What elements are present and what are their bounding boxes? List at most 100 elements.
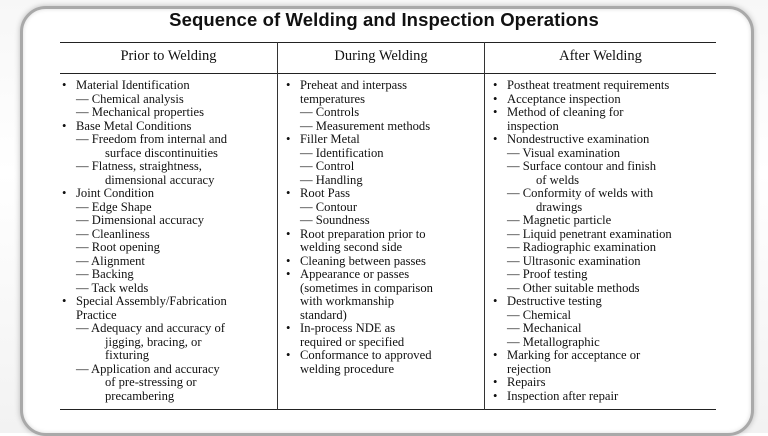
list-item-label: Destructive testing	[507, 294, 602, 308]
sub-list-item: — Ultrasonic examination	[507, 253, 641, 268]
sub-list-item: — Control	[300, 159, 355, 173]
sub-list-item: — Mechanical properties	[76, 105, 204, 119]
list-item-label: Inspection after repair	[507, 388, 619, 403]
sub-list-item: — Dimensional accuracy	[76, 213, 204, 227]
sub-list-item: — Freedom from internal and	[76, 132, 228, 146]
list-item-label: Cleaning between passes	[300, 253, 426, 268]
list-item: • Joint Condition	[60, 186, 277, 201]
bullet-icon: •	[286, 186, 291, 200]
list-item: • Inspection after repair	[491, 388, 716, 404]
sub-list-item: — Alignment	[76, 253, 145, 268]
bullet-icon: •	[493, 388, 498, 403]
bullet-icon: •	[493, 294, 498, 308]
bullet-icon: •	[286, 132, 291, 146]
list-item-continuation: drawings	[536, 199, 583, 214]
list-item-label: Joint Condition	[76, 186, 155, 200]
bullet-icon: •	[493, 91, 498, 106]
sub-list-item: — Soundness	[300, 213, 370, 227]
list-item-continuation: dimensional accuracy	[105, 172, 215, 187]
column-divider-1	[277, 42, 278, 410]
bullet-icon: •	[62, 294, 67, 308]
operations-table: Prior to Welding During Welding After We…	[60, 42, 716, 410]
list-item-continuation: Practice	[76, 307, 117, 322]
sub-list-item: — Identification	[300, 145, 384, 160]
list-item: •Preheat and interpass	[284, 78, 484, 93]
list-item: • Special Assembly/Fabrication	[60, 294, 277, 309]
table-top-rule	[60, 42, 716, 43]
list-item-label: Filler Metal	[300, 132, 360, 146]
list-item: •Conformance to approved	[284, 348, 484, 363]
list-item-continuation: fixturing	[105, 348, 150, 362]
list-item: • Root Pass	[284, 186, 484, 201]
list-item-label: Method of cleaning for	[507, 105, 624, 119]
bullet-icon: •	[62, 186, 67, 200]
bullet-icon: •	[493, 348, 498, 362]
sub-list-item: — Chemical analysis	[76, 91, 184, 106]
bullet-icon: •	[286, 321, 291, 335]
header-prior-to-welding: Prior to Welding	[120, 48, 217, 64]
list-item: •Material Identification	[60, 78, 277, 93]
watermark	[2, 300, 24, 380]
sub-list-item: — Controls	[300, 105, 360, 119]
list-item-continuation: inspection	[507, 118, 559, 133]
sub-list-item: — Liquid penetrant examination	[507, 226, 672, 241]
list-item-label: Root Pass	[300, 186, 351, 200]
sub-list-item: — Handling	[300, 172, 363, 187]
list-item-continuation: welding procedure	[300, 361, 395, 376]
header-during-welding: During Welding	[334, 48, 428, 64]
list-item: •Base Metal Conditions	[60, 118, 277, 134]
sub-list-item: — Conformity of welds with	[507, 186, 654, 200]
list-item-continuation: (sometimes in comparison	[300, 280, 433, 295]
list-item-continuation: jigging, bracing, or	[105, 334, 202, 349]
list-item-label: Postheat treatment requirements	[507, 78, 670, 92]
sub-list-item: — Application and accuracy	[76, 361, 220, 376]
bullet-icon: •	[493, 375, 498, 389]
page-title: Sequence of Welding and Inspection Opera…	[169, 9, 599, 30]
bullet-icon: •	[286, 253, 291, 268]
list-item-continuation: of pre-stressing or	[105, 375, 197, 389]
list-item: • Acceptance inspection	[491, 91, 716, 107]
table-bottom-rule	[60, 409, 716, 410]
list-item-label: Appearance or passes	[300, 267, 410, 281]
list-item-label: Root preparation prior to	[300, 226, 426, 241]
list-item: • Appearance or passes	[284, 267, 484, 282]
list-item: • Marking for acceptance or	[491, 348, 716, 363]
list-item-continuation: surface discontinuities	[105, 145, 218, 160]
bullet-icon: •	[493, 132, 498, 146]
sub-list-item: — Other suitable methods	[507, 280, 640, 295]
bullet-icon: •	[493, 78, 498, 92]
list-item-continuation: precambering	[105, 388, 175, 403]
bullet-icon: •	[286, 78, 291, 92]
list-item: •Method of cleaning for	[491, 105, 716, 120]
sub-list-item: — Metallographic	[507, 334, 600, 349]
list-item-label: Conformance to approved	[300, 348, 432, 362]
list-item-label: Acceptance inspection	[507, 91, 621, 106]
column-after-welding: • Postheat treatment requirements • Accepta…	[491, 78, 716, 404]
list-item-continuation: rejection	[507, 361, 552, 376]
sub-list-item: — Proof testing	[507, 267, 588, 281]
list-item-label: Marking for acceptance or	[507, 348, 641, 362]
list-item-continuation: required or specified	[300, 334, 405, 349]
column-prior-to-welding: •Material Identification— Chemical analy…	[60, 78, 277, 403]
bullet-icon: •	[62, 78, 67, 92]
list-item: • Cleaning between passes	[284, 253, 484, 269]
bullet-icon: •	[286, 267, 291, 281]
list-item-continuation: temperatures	[300, 91, 366, 106]
sub-list-item: — Tack welds	[76, 280, 149, 295]
sub-list-item: — Visual examination	[507, 145, 621, 160]
sub-list-item: — Adequacy and accuracy of	[76, 321, 225, 335]
sub-list-item: — Surface contour and finish	[507, 159, 656, 173]
sub-list-item: — Magnetic particle	[507, 213, 612, 227]
sub-list-item: — Cleanliness	[76, 226, 150, 241]
bullet-icon: •	[62, 118, 67, 133]
bullet-icon: •	[286, 226, 291, 241]
list-item-label: Nondestructive examination	[507, 132, 650, 146]
table-header-rule	[60, 73, 716, 74]
column-divider-2	[484, 42, 485, 410]
sub-list-item: — Radiographic examination	[507, 240, 656, 254]
list-item: •Repairs	[491, 375, 716, 390]
list-item-continuation: with workmanship	[300, 294, 395, 308]
list-item: • Root preparation prior to	[284, 226, 484, 242]
list-item-label: Special Assembly/Fabrication	[76, 294, 227, 308]
